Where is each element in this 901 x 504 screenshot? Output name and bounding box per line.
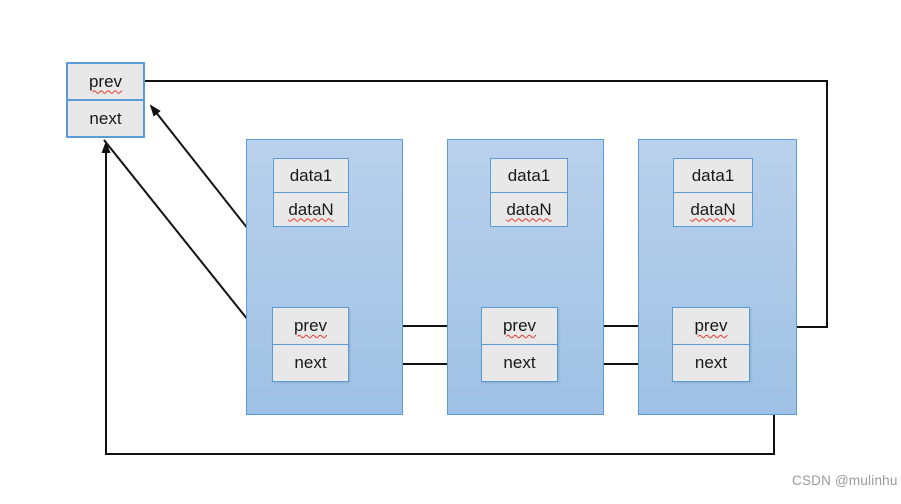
node2-pointer-group: prev next [481, 307, 558, 382]
node3-data-group: data1 dataN [673, 158, 753, 227]
edge-head-next-to-node1-prev [103, 139, 266, 342]
list-node-3: data1 dataN prev next [638, 139, 797, 415]
node2-prev-label: prev [502, 316, 537, 335]
node2-data1-cell: data1 [490, 158, 568, 193]
head-next-cell: next [66, 99, 145, 138]
node1-data1-cell: data1 [273, 158, 349, 193]
node3-data1-cell: data1 [673, 158, 753, 193]
node3-data1-label: data1 [691, 165, 735, 185]
node3-dataN-cell: dataN [673, 192, 753, 227]
node2-next-cell: next [481, 344, 558, 382]
node3-dataN-label: dataN [690, 199, 736, 219]
node2-dataN-cell: dataN [490, 192, 568, 227]
node2-dataN-label: dataN [506, 199, 552, 219]
node1-next-cell: next [272, 344, 349, 382]
node1-next-label: next [294, 353, 327, 372]
node2-next-label: next [503, 353, 536, 372]
node3-prev-label: prev [694, 316, 728, 335]
node1-prev-cell: prev [272, 307, 349, 345]
node1-data-group: data1 dataN [273, 158, 349, 227]
head-prev-label: prev [88, 71, 123, 91]
node2-data-group: data1 dataN [490, 158, 568, 227]
list-node-1: data1 dataN prev next [246, 139, 403, 415]
head-prev-cell: prev [66, 62, 145, 101]
node1-prev-label: prev [293, 316, 328, 335]
node1-data1-label: data1 [289, 165, 333, 185]
list-node-2: data1 dataN prev next [447, 139, 604, 415]
node3-prev-cell: prev [672, 307, 750, 345]
node2-data1-label: data1 [507, 165, 551, 185]
node1-pointer-group: prev next [272, 307, 349, 382]
head-node: prev next [66, 62, 145, 138]
head-next-label: next [89, 108, 122, 128]
node3-next-label: next [694, 353, 728, 372]
node3-next-cell: next [672, 344, 750, 382]
node1-dataN-label: dataN [288, 199, 334, 219]
watermark: CSDN @mulinhu [792, 473, 898, 488]
node2-prev-cell: prev [481, 307, 558, 345]
node3-pointer-group: prev next [672, 307, 750, 382]
node1-dataN-cell: dataN [273, 192, 349, 227]
